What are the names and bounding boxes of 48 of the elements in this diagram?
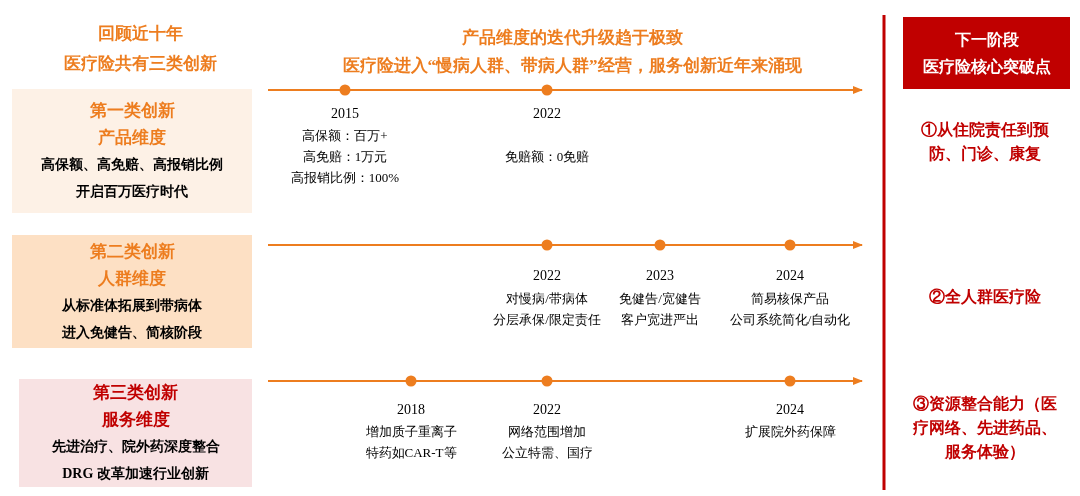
year-label: 2024 — [776, 268, 804, 284]
event-text: 对慢病/带病体 — [506, 290, 588, 308]
event-text: 特药如CAR-T等 — [365, 444, 457, 462]
event-text: 分层承保/限定责任 — [493, 311, 601, 329]
event-text: 增加质子重离子 — [365, 423, 457, 441]
description-text: 先进治疗、院外药深度整合 — [51, 438, 220, 456]
event-text: 公立特需、国疗 — [501, 444, 593, 462]
category-title: 第三类创新 — [93, 382, 178, 404]
heading-text: 回顾近十年 — [97, 23, 183, 45]
heading-text: 产品维度的迭代升级趋于极致 — [461, 27, 683, 49]
description-text: DRG 改革加速行业创新 — [62, 465, 209, 483]
event-text: 公司系统简化/自动化 — [729, 311, 851, 329]
description-text: 从标准体拓展到带病体 — [62, 296, 202, 315]
event-text: 免健告/宽健告 — [619, 290, 701, 308]
year-label: 2018 — [397, 402, 425, 418]
header-text: 下一阶段 — [954, 30, 1019, 50]
event-text: 高保额：百万+ — [302, 127, 388, 145]
category-title: 第一类创新 — [89, 100, 175, 122]
event-text: 高免赔：1万元 — [302, 148, 388, 166]
year-label: 2022 — [533, 106, 561, 122]
description-text: 进入免健告、简核阶段 — [62, 323, 202, 342]
category-box — [19, 379, 252, 487]
event-text: 网络范围增加 — [508, 423, 586, 441]
year-label: 2022 — [533, 402, 561, 418]
dimension-title: 产品维度 — [98, 127, 166, 149]
dimension-title: 人群维度 — [98, 267, 166, 290]
year-label: 2023 — [646, 268, 674, 284]
category-box — [12, 89, 252, 213]
event-text: 免赔额：0免赔 — [504, 148, 590, 166]
year-label: 2024 — [776, 402, 804, 418]
description-text: 高保额、高免赔、高报销比例 — [41, 156, 223, 174]
breakthrough-text: ③资源整合能力（医疗网络、先进药品、服务体验） — [912, 394, 1058, 462]
header-box — [903, 17, 1070, 89]
event-text: 简易核保产品 — [751, 290, 829, 308]
heading-text: 医疗险进入“慢病人群、带病人群”经营，服务创新近年来涌现 — [342, 55, 802, 77]
category-box — [12, 235, 252, 348]
event-text: 客户宽进严出 — [621, 311, 699, 329]
breakthrough-text: ②全人群医疗险 — [928, 287, 1042, 307]
header-text: 医疗险核心突破点 — [922, 57, 1051, 77]
dimension-title: 服务维度 — [101, 409, 170, 431]
heading-text: 医疗险共有三类创新 — [63, 53, 217, 75]
year-label: 2015 — [331, 106, 359, 122]
event-text: 扩展院外药保障 — [744, 423, 836, 441]
breakthrough-text: ①从住院责任到预防、门诊、康复 — [920, 120, 1050, 164]
description-text: 开启百万医疗时代 — [76, 183, 188, 201]
event-text: 高报销比例：100% — [290, 169, 400, 187]
year-label: 2022 — [533, 268, 561, 284]
category-title: 第二类创新 — [89, 240, 175, 263]
